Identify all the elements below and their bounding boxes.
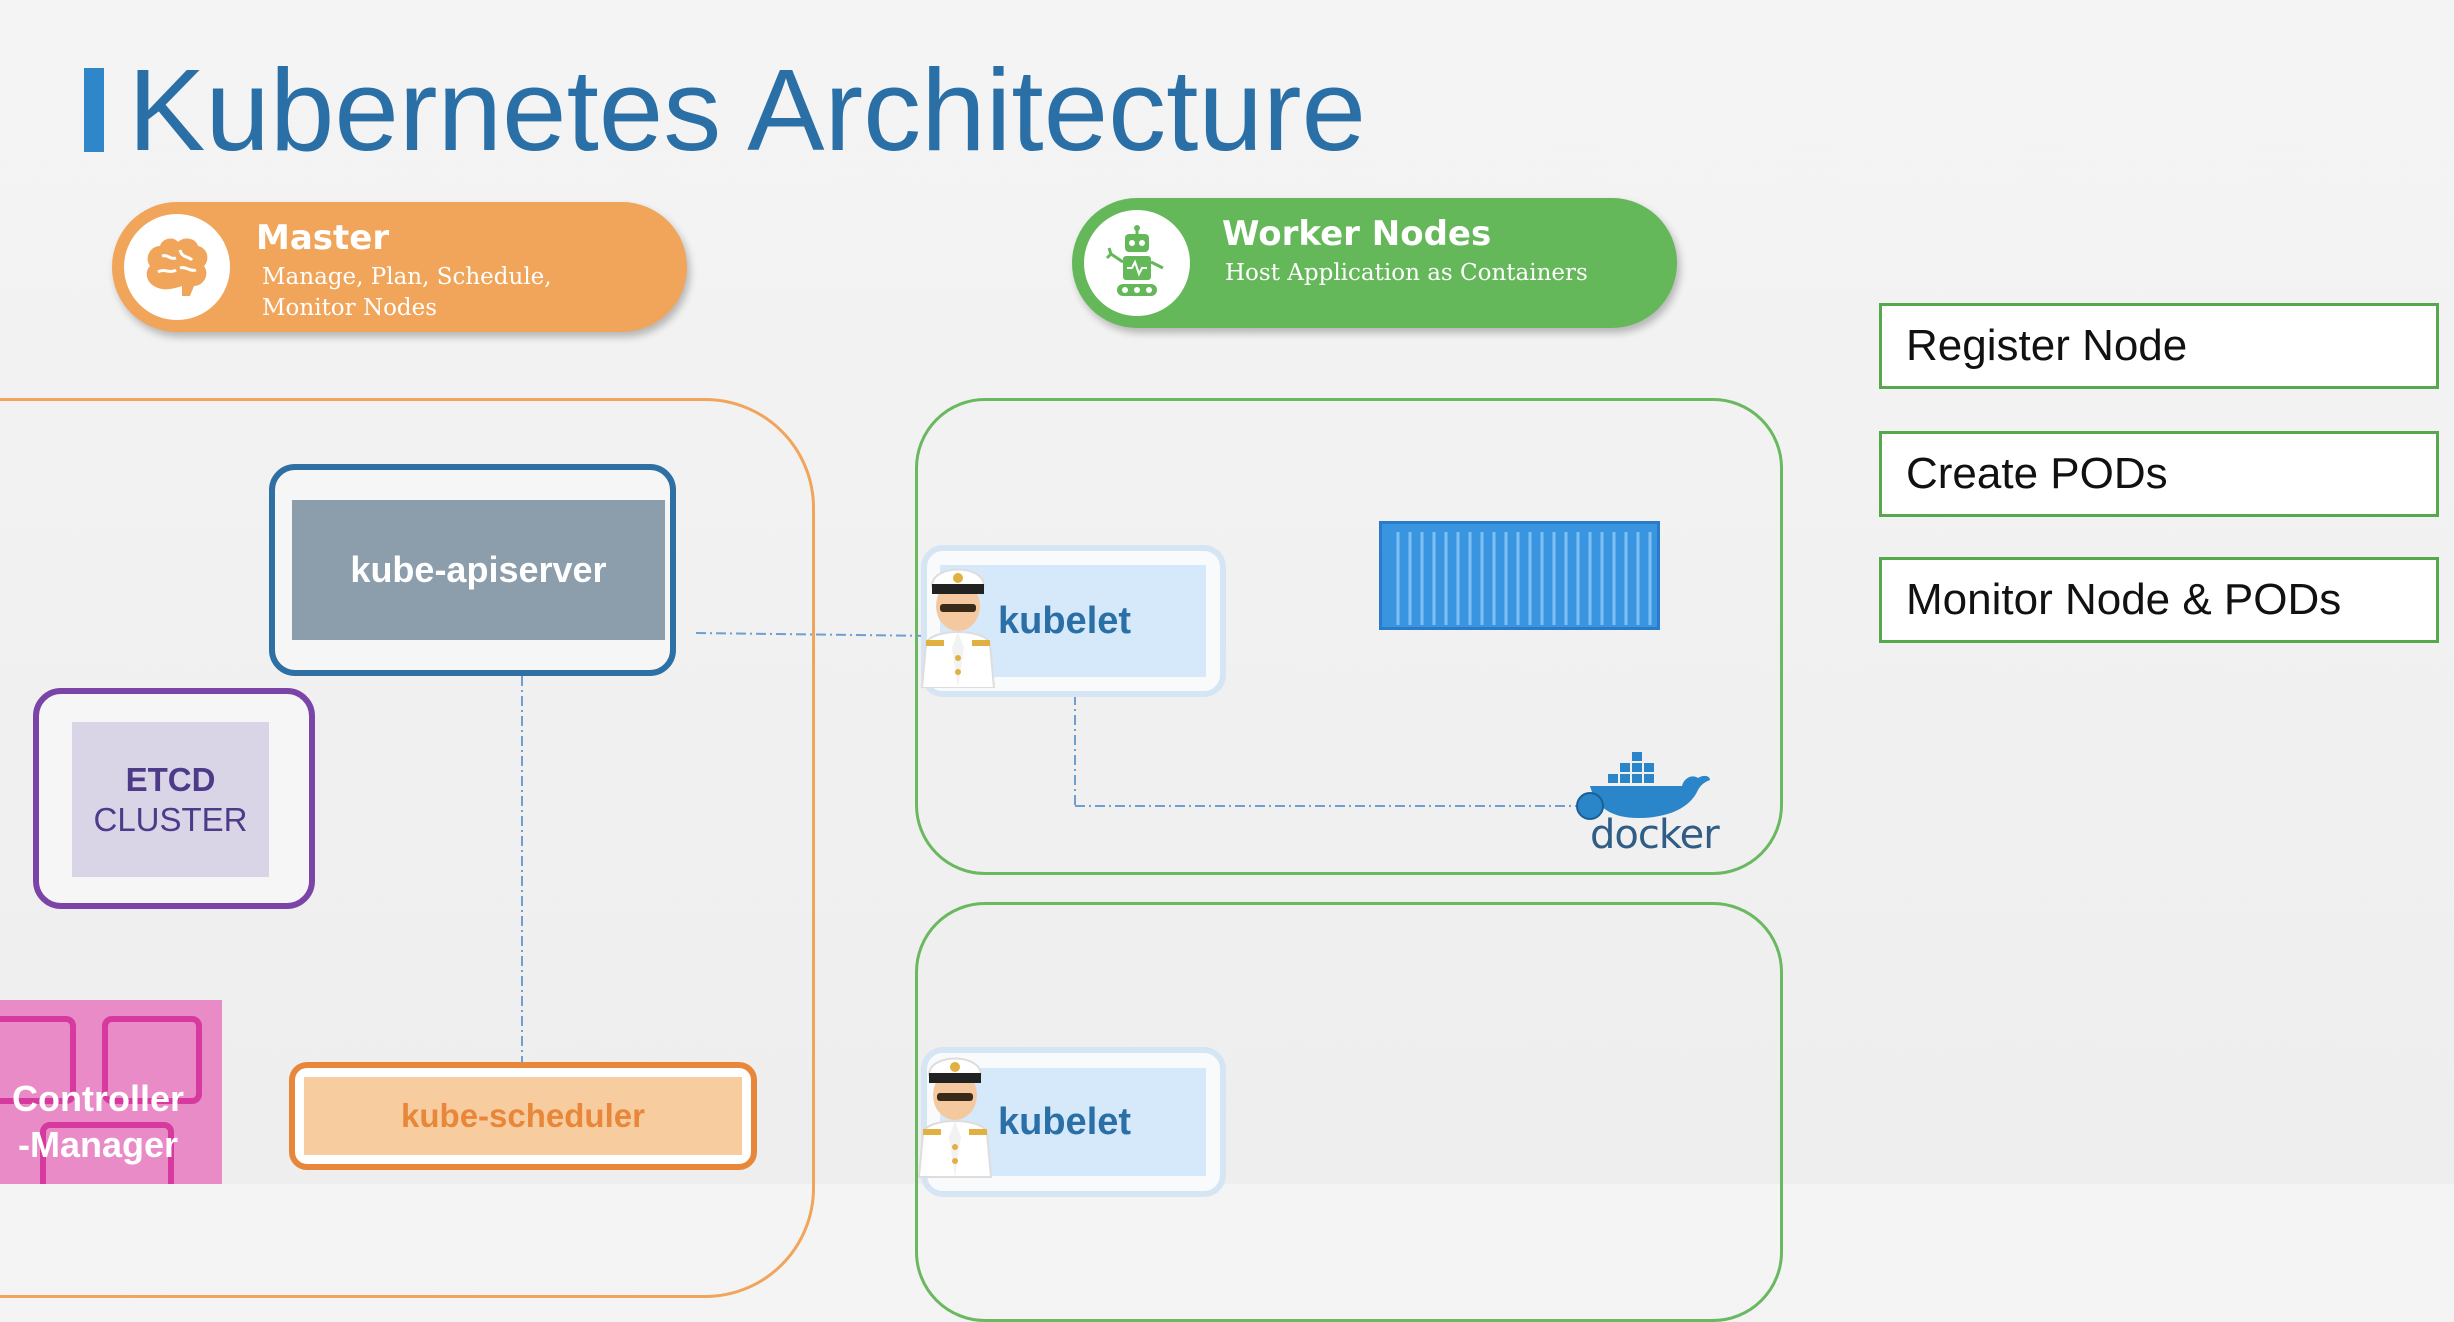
etcd-label: ETCD	[125, 760, 216, 798]
controller-label-line2: -Manager	[17, 1124, 179, 1165]
captain-icon	[917, 1057, 993, 1178]
brain-icon	[124, 214, 230, 320]
docker-whale-icon	[1576, 752, 1710, 820]
page-title: Kubernetes Architecture	[128, 45, 1367, 175]
etcd-cluster: ETCD CLUSTER	[72, 722, 269, 877]
connector-lines	[521, 632, 1590, 1062]
container-icon	[1379, 521, 1660, 630]
task-monitor-node-pods: Monitor Node & PODs	[1879, 557, 2439, 643]
controller-box	[0, 1016, 76, 1104]
worker-header: Worker Nodes Host Application as Contain…	[1072, 198, 1677, 328]
controller-manager-label: Controller -Manager	[0, 1076, 196, 1168]
master-header: Master Manage, Plan, Schedule, Monitor N…	[112, 202, 687, 332]
worker-title: Worker Nodes	[1222, 214, 1492, 254]
kube-scheduler: kube-scheduler	[304, 1077, 742, 1155]
controller-box	[40, 1122, 174, 1184]
controller-box	[102, 1016, 202, 1104]
kube-apiserver: kube-apiserver	[292, 500, 665, 640]
docker-label: docker	[1590, 812, 1720, 858]
task-create-pods: Create PODs	[1879, 431, 2439, 517]
robot-icon	[1084, 210, 1190, 316]
master-title: Master	[256, 218, 390, 258]
captain-icon	[920, 568, 996, 688]
etcd-cluster-label: CLUSTER	[93, 800, 248, 838]
controller-manager	[0, 1000, 222, 1184]
worker-subtitle: Host Application as Containers	[1225, 260, 1588, 286]
task-register-node: Register Node	[1879, 303, 2439, 389]
title-accent-bar	[84, 68, 104, 152]
controller-label-line1: Controller	[11, 1078, 184, 1119]
master-subtitle: Manage, Plan, Schedule, Monitor Nodes	[262, 264, 552, 321]
